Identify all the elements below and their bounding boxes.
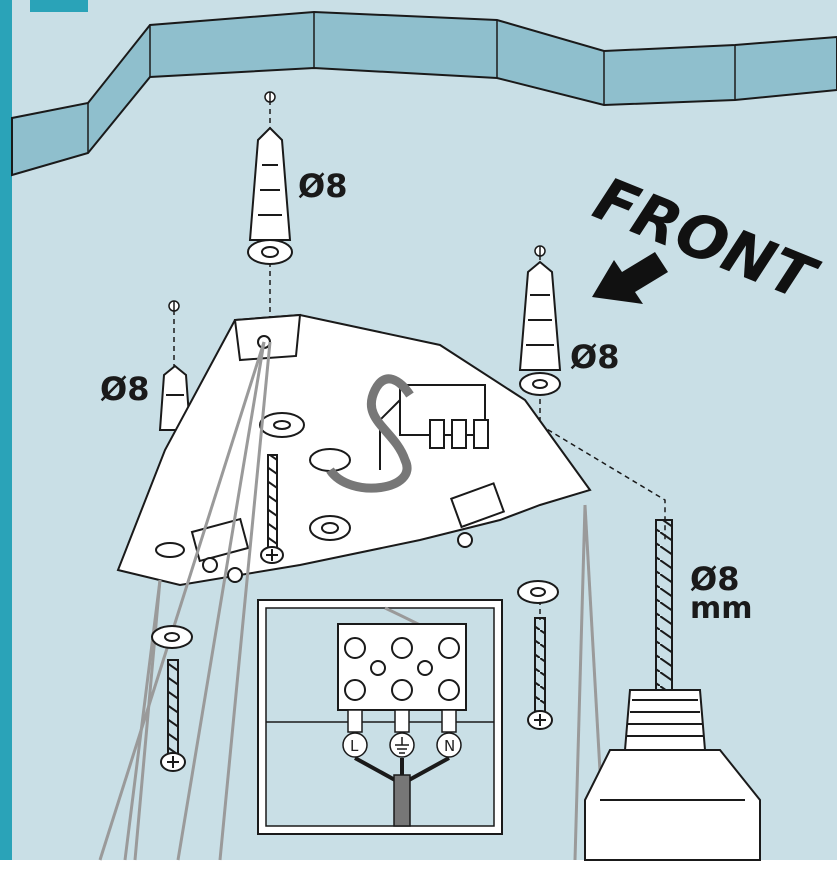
earth-ground-icon (389, 732, 415, 758)
supply-cable-loop (326, 374, 414, 493)
drill-bit (655, 519, 673, 691)
wall-folds (87, 12, 736, 153)
dowel-left-size-label: Ø8 (100, 370, 149, 408)
bracket-terminal-block (399, 384, 489, 449)
dowel-right-size-label: Ø8 (570, 338, 619, 376)
accent-stripe (0, 0, 12, 860)
terminal-neutral-label: N (444, 737, 455, 755)
washers (151, 580, 559, 649)
inset-wires (347, 709, 457, 827)
terminal-live-label: L (350, 737, 359, 755)
bottom-margin (0, 860, 837, 876)
corner-tab (30, 0, 88, 12)
arrow-down-left-icon (592, 252, 668, 304)
wall-plug-top (247, 126, 293, 265)
power-drill (584, 519, 761, 861)
wall-plug-left (158, 364, 192, 431)
drill-marks (168, 91, 546, 312)
drill-unit-label: mm (690, 591, 753, 626)
dowel-top-size-label: Ø8 (298, 167, 347, 205)
inset-terminal-block (337, 623, 467, 711)
drill-size-label: Ø8 (690, 560, 739, 598)
screws (160, 454, 553, 772)
wall-plug-right (518, 260, 562, 396)
wall-band (11, 10, 837, 177)
wiring-inset: L N (257, 599, 503, 835)
